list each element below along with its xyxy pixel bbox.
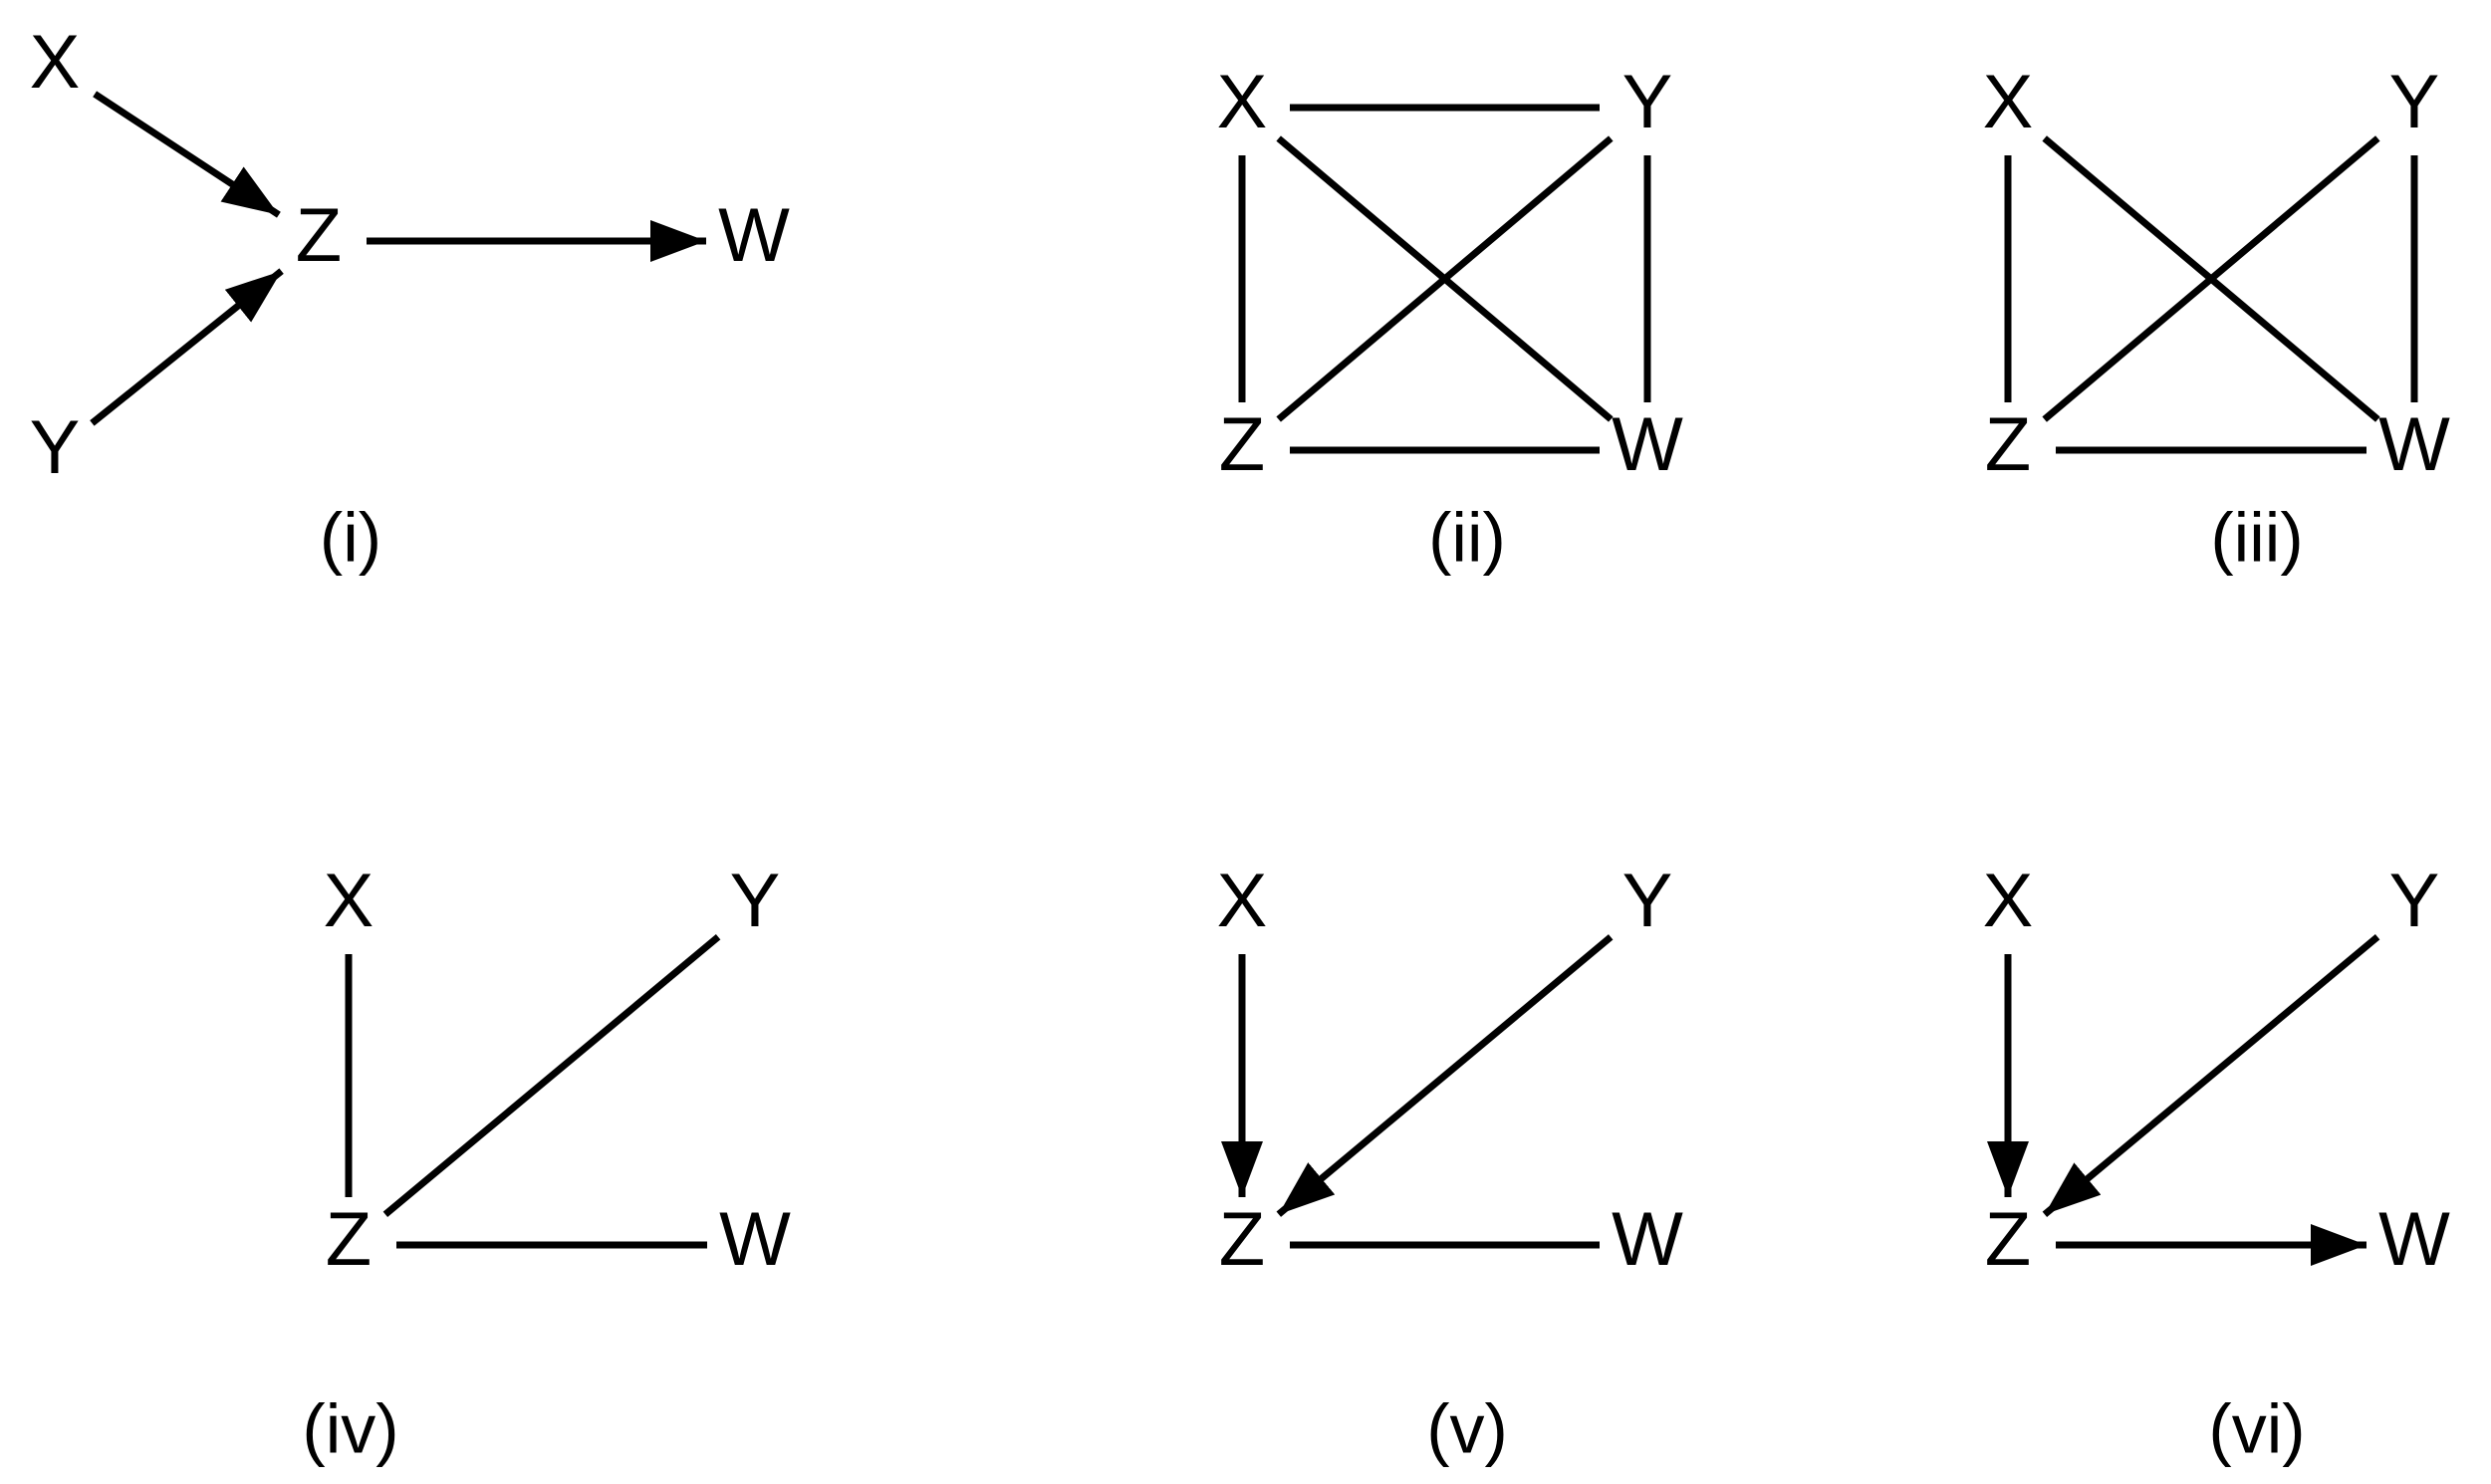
edge-y-z-arrow xyxy=(90,268,284,426)
node-z: Z xyxy=(1219,1197,1265,1282)
node-x: X xyxy=(1217,60,1268,144)
node-w: W xyxy=(1612,1197,1683,1282)
node-x: X xyxy=(1217,859,1268,943)
node-x: X xyxy=(324,859,374,943)
node-w: W xyxy=(2378,1197,2450,1282)
panel-caption: (v) xyxy=(1426,1389,1508,1467)
edge-y-z-line xyxy=(1276,135,1614,422)
panel-caption: (ii) xyxy=(1428,498,1506,576)
node-w: W xyxy=(1612,402,1683,487)
node-z: Z xyxy=(1985,402,2031,487)
panel-v: X Y Z W (v) xyxy=(1217,859,1683,1467)
node-y: Y xyxy=(1622,60,1673,144)
node-z: Z xyxy=(296,193,342,278)
node-w: W xyxy=(719,1197,791,1282)
edge-y-z-line xyxy=(2042,135,2380,422)
edge-y-z-line xyxy=(382,934,721,1217)
panel-i: X Y Z W (i) xyxy=(30,20,790,576)
panel-vi: X Y Z W (vi) xyxy=(1983,859,2450,1467)
panel-caption: (vi) xyxy=(2208,1389,2305,1467)
panel-caption: (iii) xyxy=(2210,498,2303,576)
node-x: X xyxy=(30,20,81,105)
node-y: Y xyxy=(1622,859,1673,943)
node-x: X xyxy=(1983,60,2034,144)
node-y: Y xyxy=(30,405,81,490)
node-z: Z xyxy=(1219,402,1265,487)
node-z: Z xyxy=(326,1197,372,1282)
node-x: X xyxy=(1983,859,2034,943)
panel-caption: (iv) xyxy=(302,1389,398,1467)
node-y: Y xyxy=(2389,859,2440,943)
node-y: Y xyxy=(2389,60,2440,144)
panel-caption: (i) xyxy=(320,498,381,576)
edge-y-z-arrow xyxy=(2042,934,2380,1217)
panel-ii: X Y Z W (ii) xyxy=(1217,60,1683,576)
panel-iv: X Y Z W (iv) xyxy=(302,859,791,1467)
edge-x-z-arrow xyxy=(93,91,281,218)
node-y: Y xyxy=(730,859,781,943)
panel-iii: X Y Z W (iii) xyxy=(1983,60,2450,576)
node-w: W xyxy=(2378,402,2450,487)
edge-y-z-arrow xyxy=(1276,934,1614,1217)
node-z: Z xyxy=(1985,1197,2031,1282)
node-w: W xyxy=(718,193,790,278)
